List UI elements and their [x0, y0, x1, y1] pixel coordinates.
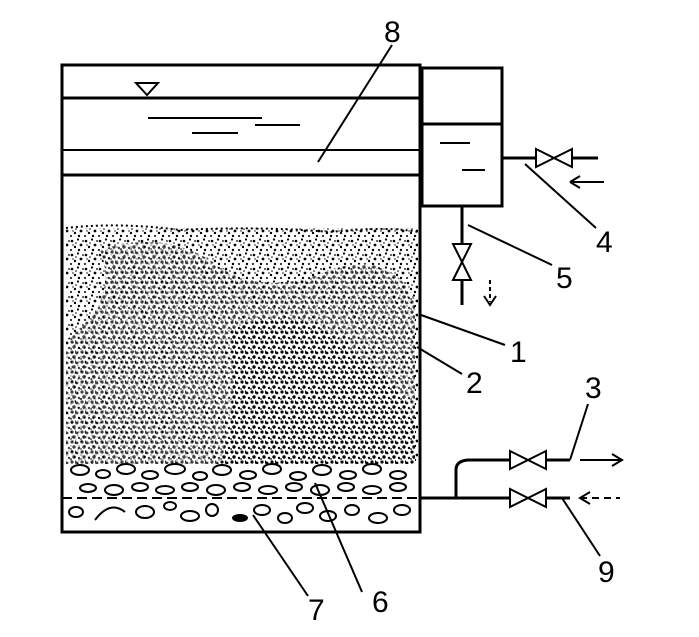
bottom-gravel: [68, 501, 411, 524]
label-6: 6: [372, 586, 389, 619]
header-tank: [420, 66, 504, 208]
outlet-pipes: [420, 449, 624, 509]
label-3: 3: [585, 372, 602, 405]
gravel-layer: [70, 463, 407, 496]
label-4: 4: [596, 226, 613, 259]
water-level-marker: [133, 82, 161, 97]
filter-tank: [60, 63, 422, 534]
label-1: 1: [510, 336, 527, 369]
label-2: 2: [466, 367, 483, 400]
label-5: 5: [556, 262, 573, 295]
inlet-pipe: [502, 147, 604, 189]
label-7: 7: [308, 594, 325, 627]
leader-lines: [252, 44, 601, 597]
filter-media: [65, 224, 419, 464]
label-8: 8: [384, 16, 401, 49]
label-9: 9: [598, 556, 615, 589]
drain-pipe: [451, 206, 497, 307]
